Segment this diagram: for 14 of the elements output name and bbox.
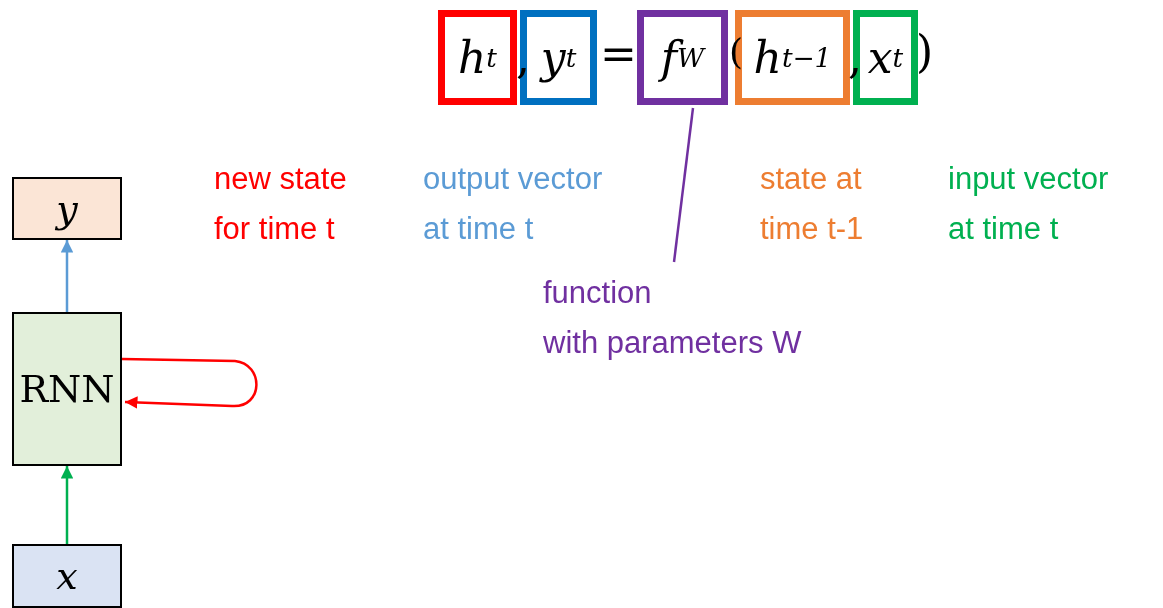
output-box: y [12,177,122,240]
close-parenthesis: ) [916,25,934,79]
leader-line [672,107,695,263]
rnn-box: RNN [12,312,122,466]
new-state-description: new state for time t [214,160,347,248]
equals-sign: = [600,27,637,81]
loop-arrow [121,357,258,409]
input-vector-description: input vector at time t [948,160,1109,248]
function-description: function with parameters W [543,268,903,368]
output-vector-description: output vector at time t [423,160,603,248]
arrow [60,466,74,544]
previous-state-description: state at time t-1 [760,160,864,248]
arrow [60,240,74,312]
input-box: x [12,544,122,608]
